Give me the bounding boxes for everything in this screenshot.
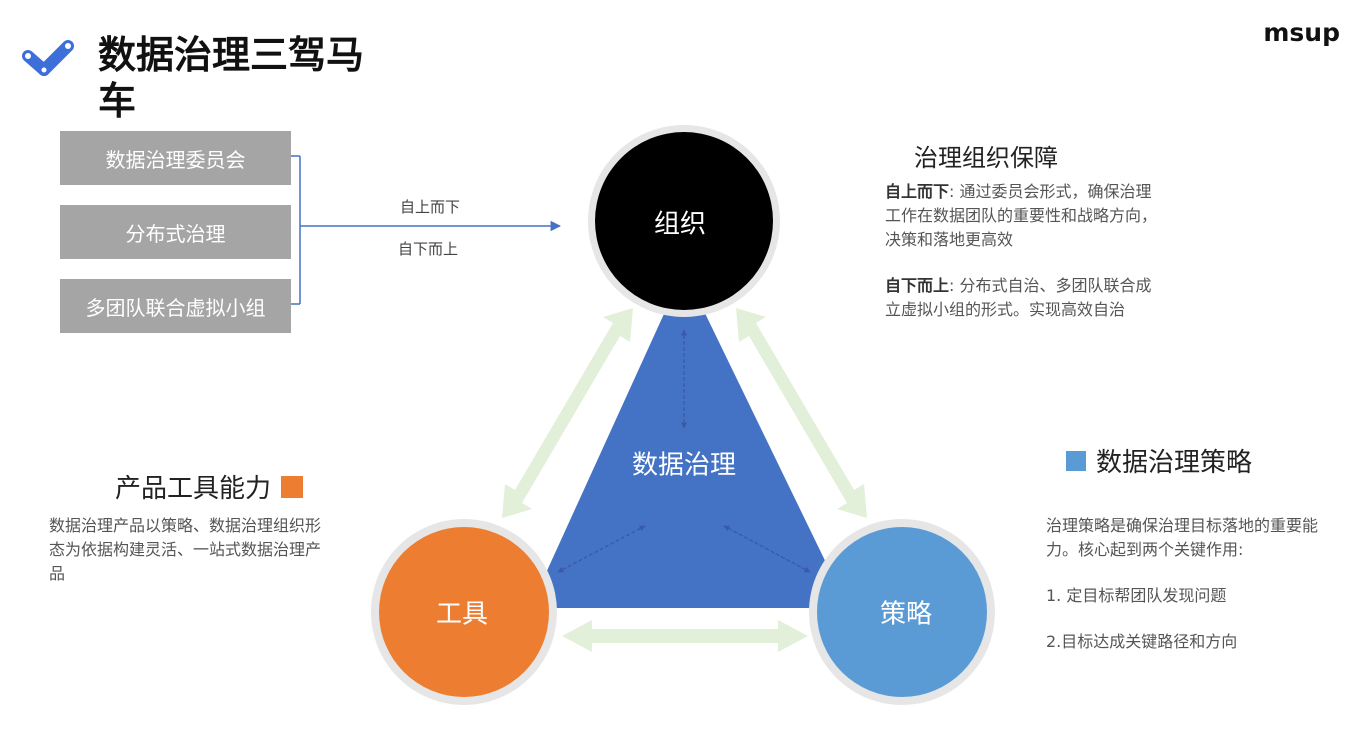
strategy-section-text: 治理策略是确保治理目标落地的重要能力。核心起到两个关键作用: — [1046, 516, 1319, 559]
strategy-heading-text: 数据治理策略 — [1096, 448, 1253, 478]
center-label: 数据治理 — [631, 450, 737, 481]
governance-triangle — [530, 270, 848, 608]
bracket-connector — [291, 155, 562, 305]
double-arrows — [502, 308, 867, 652]
arrow-label-bottom-up: 自下而上 — [398, 240, 459, 258]
org-box-distributed: 分布式治理 — [60, 205, 291, 259]
node-tool-label: 工具 — [435, 599, 489, 630]
node-strategy — [817, 527, 987, 697]
org-bottom-up-lead: 自下而上 — [885, 276, 950, 295]
inner-dashed-arrows — [557, 329, 811, 573]
arrow-label-top-down: 自上而下 — [400, 198, 461, 216]
tool-legend-square — [281, 475, 304, 498]
org-section-heading: 治理组织保障 — [914, 144, 1058, 172]
strategy-legend-square — [1066, 450, 1086, 471]
tool-section-heading: 产品工具能力 — [115, 468, 304, 505]
org-top-down-lead: 自上而下 — [885, 182, 950, 201]
node-tool — [379, 527, 549, 697]
strategy-item-1: 1. 定目标帮团队发现问题 — [1046, 586, 1227, 605]
strategy-section-heading: 数据治理策略 — [1066, 442, 1252, 479]
org-box-virtual-team: 多团队联合虚拟小组 — [60, 279, 291, 333]
page-title: 数据治理三驾马车 — [98, 33, 365, 123]
org-section-bottom-up: 自下而上: 分布式自治、多团队联合成立虚拟小组的形式。实现高效自治 — [885, 274, 1165, 322]
brand-logo: msup — [1263, 18, 1340, 47]
strategy-item-2: 2.目标达成关键路径和方向 — [1046, 632, 1238, 651]
node-org — [595, 132, 773, 310]
org-section-top-down: 自上而下: 通过委员会形式，确保治理工作在数据团队的重要性和战略方向，决策和落地… — [885, 180, 1165, 252]
org-bottom-up-text: : 分布式自治、多团队联合成立虚拟小组的形式。实现高效自治 — [885, 276, 1152, 319]
double-arrow-org-tool — [502, 308, 633, 518]
node-strategy-label: 策略 — [879, 599, 933, 630]
double-arrow-org-strategy — [736, 308, 867, 518]
node-org-label: 组织 — [653, 209, 707, 240]
tool-section-text: 数据治理产品以策略、数据治理组织形态为依据构建灵活、一站式数据治理产品 — [49, 516, 322, 583]
org-top-down-text: : 通过委员会形式，确保治理工作在数据团队的重要性和战略方向，决策和落地更高效 — [885, 182, 1158, 249]
tool-heading-text: 产品工具能力 — [115, 474, 272, 504]
double-arrow-tool-strategy — [562, 620, 808, 652]
checkmark-logo-icon — [22, 40, 74, 76]
org-box-committee: 数据治理委员会 — [60, 131, 291, 185]
